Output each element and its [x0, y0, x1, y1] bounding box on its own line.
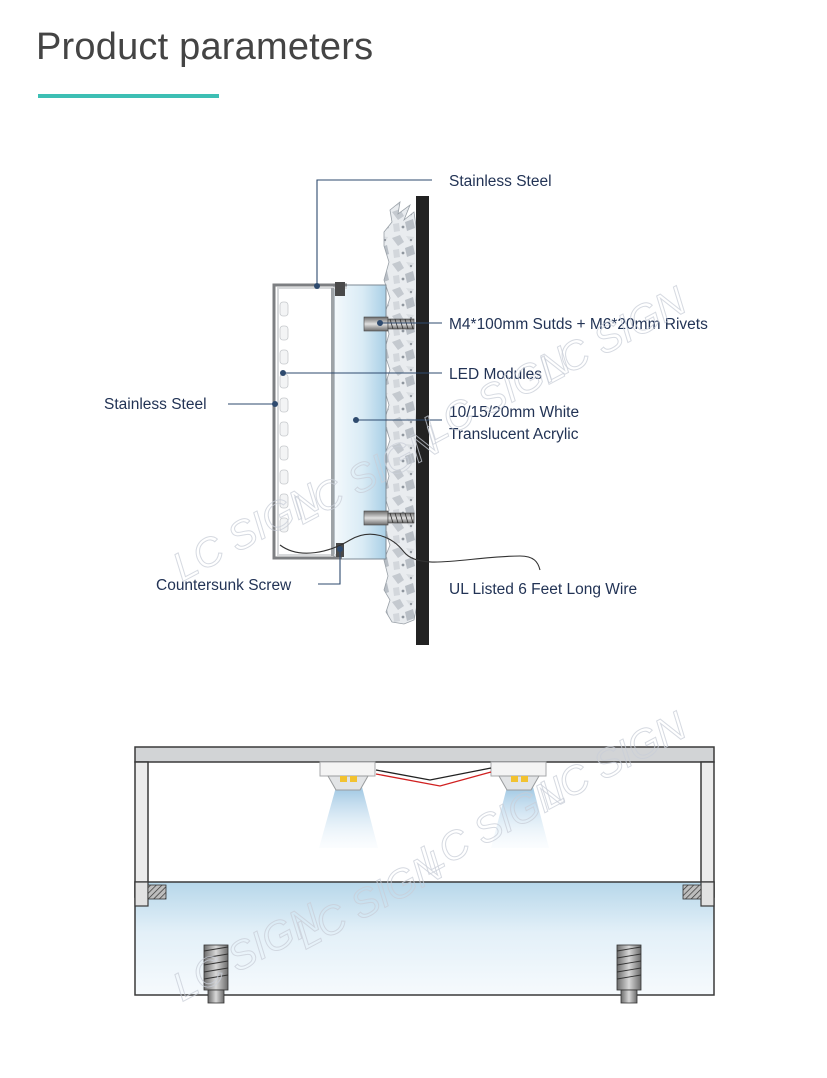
label-stainless-steel-left: Stainless Steel — [104, 396, 207, 413]
bottom-stud-left — [203, 944, 229, 1004]
led-module-right — [490, 761, 549, 848]
label-stainless-steel-top: Stainless Steel — [449, 173, 552, 190]
watermark-4: LC SIGN — [532, 279, 694, 393]
label-acrylic-line1: 10/15/20mm White — [449, 404, 579, 421]
leader-lines — [228, 179, 442, 585]
module-wires — [375, 767, 492, 787]
ul-wire — [279, 533, 541, 571]
title-underline — [38, 94, 219, 98]
label-led-modules: LED Modules — [449, 366, 542, 383]
bottom-stud-right — [616, 944, 642, 1004]
led-module-left — [319, 761, 378, 848]
stud-upper — [363, 316, 415, 332]
page-title: Product parameters — [36, 26, 374, 68]
label-studs-rivets: M4*100mm Sutds + M6*20mm Rivets — [449, 316, 708, 333]
leader-dots — [272, 283, 383, 552]
led-module-column — [279, 301, 289, 533]
label-acrylic-line2: Translucent Acrylic — [449, 426, 579, 443]
stud-lower — [363, 510, 415, 526]
label-ul-wire: UL Listed 6 Feet Long Wire — [449, 581, 637, 598]
label-countersunk-screw: Countersunk Screw — [156, 577, 292, 594]
